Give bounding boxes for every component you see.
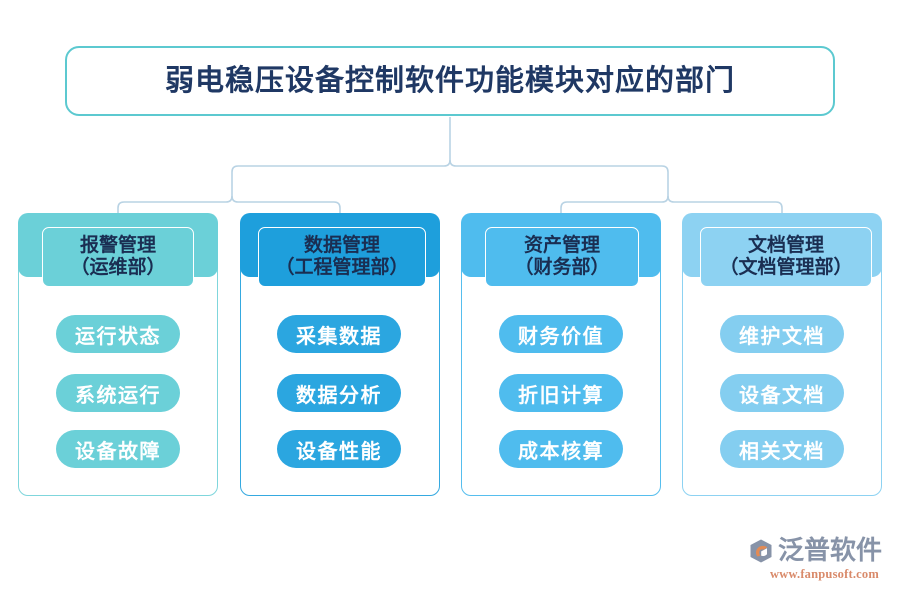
column-header-data[interactable]: 数据管理 （工程管理部） [258,227,426,287]
column-header-title: 数据管理 [303,234,380,256]
item-pill[interactable]: 数据分析 [277,374,401,412]
column-header-department: （财务部） [514,257,610,278]
item-pill[interactable]: 系统运行 [56,374,180,412]
column-header-title: 文档管理 [747,234,824,256]
item-pill[interactable]: 采集数据 [277,315,401,353]
column-header-department: （运维部） [70,257,166,278]
column-header-title: 报警管理 [79,234,156,256]
item-pill[interactable]: 维护文档 [720,315,844,353]
column-header-alarm[interactable]: 报警管理 （运维部） [42,227,194,287]
item-pill[interactable]: 相关文档 [720,430,844,468]
column-header-department: （文档管理部） [719,257,853,278]
column-header-department: （工程管理部） [275,257,409,278]
watermark-url: www.fanpusoft.com [770,567,879,581]
page-title: 弱电稳压设备控制软件功能模块对应的部门 [164,64,735,97]
fanpu-logo-icon [750,539,772,563]
item-pill[interactable]: 成本核算 [499,430,623,468]
diagram-title-box: 弱电稳压设备控制软件功能模块对应的部门 [65,46,835,116]
watermark-row: 泛普软件 [748,538,882,564]
item-pill[interactable]: 设备文档 [720,374,844,412]
column-header-title: 资产管理 [523,234,600,256]
item-pill[interactable]: 设备性能 [277,430,401,468]
item-pill[interactable]: 财务价值 [499,315,623,353]
column-header-document[interactable]: 文档管理 （文档管理部） [700,227,872,287]
item-pill[interactable]: 折旧计算 [499,374,623,412]
item-pill[interactable]: 运行状态 [56,315,180,353]
watermark-brand: 泛普软件 [778,536,883,565]
item-pill[interactable]: 设备故障 [56,430,180,468]
column-header-asset[interactable]: 资产管理 （财务部） [485,227,639,287]
watermark: 泛普软件 www.fanpusoft.com [748,538,894,590]
